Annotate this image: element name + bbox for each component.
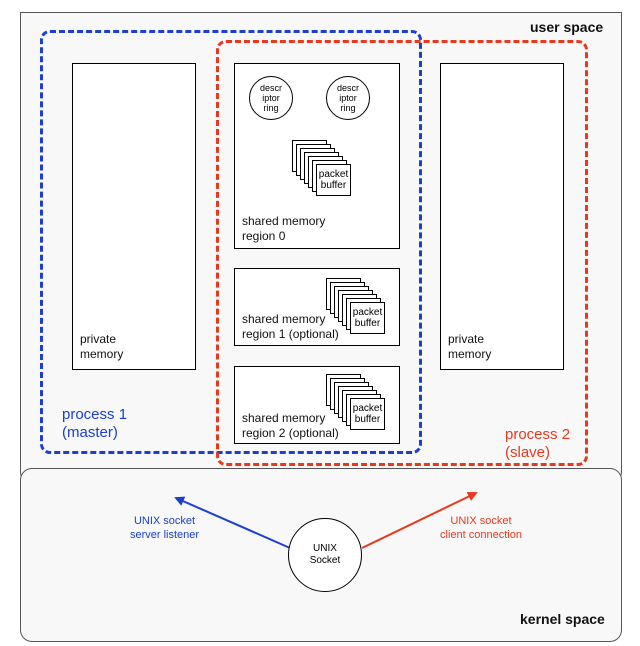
process1-private-memory bbox=[72, 63, 196, 370]
kernel-space-label: kernel space bbox=[520, 611, 605, 627]
descriptor-ring-2: descr iptor ring bbox=[326, 76, 370, 120]
client-connection-label: UNIX socket client connection bbox=[440, 515, 522, 541]
server-listener-label: UNIX socket server listener bbox=[130, 515, 200, 541]
packet-buffer-label-1: packet buffer bbox=[350, 302, 385, 334]
process2-label: process 2 (slave) bbox=[505, 426, 571, 461]
packet-buffer-stack-1: packet buffer bbox=[326, 278, 386, 338]
descriptor-ring-1: descr iptor ring bbox=[249, 76, 293, 120]
packet-buffer-label-2: packet buffer bbox=[350, 398, 385, 430]
region-1-label: shared memory region 1 (optional) bbox=[242, 312, 339, 341]
unix-socket: UNIX Socket bbox=[288, 518, 362, 592]
process1-private-memory-label: private memory bbox=[80, 332, 124, 361]
packet-buffer-stack-0: packet buffer bbox=[292, 140, 352, 200]
process2-boundary bbox=[216, 40, 588, 466]
packet-buffer-stack-2: packet buffer bbox=[326, 374, 386, 434]
region-0-label: shared memory region 0 bbox=[242, 214, 326, 243]
process2-private-memory-label: private memory bbox=[448, 332, 492, 361]
packet-buffer-label-0: packet buffer bbox=[316, 164, 351, 196]
region-2-label: shared memory region 2 (optional) bbox=[242, 411, 339, 440]
process1-label: process 1 (master) bbox=[62, 406, 128, 441]
process2-private-memory bbox=[440, 63, 564, 370]
user-space-label: user space bbox=[530, 19, 604, 35]
process1-boundary bbox=[40, 30, 422, 454]
